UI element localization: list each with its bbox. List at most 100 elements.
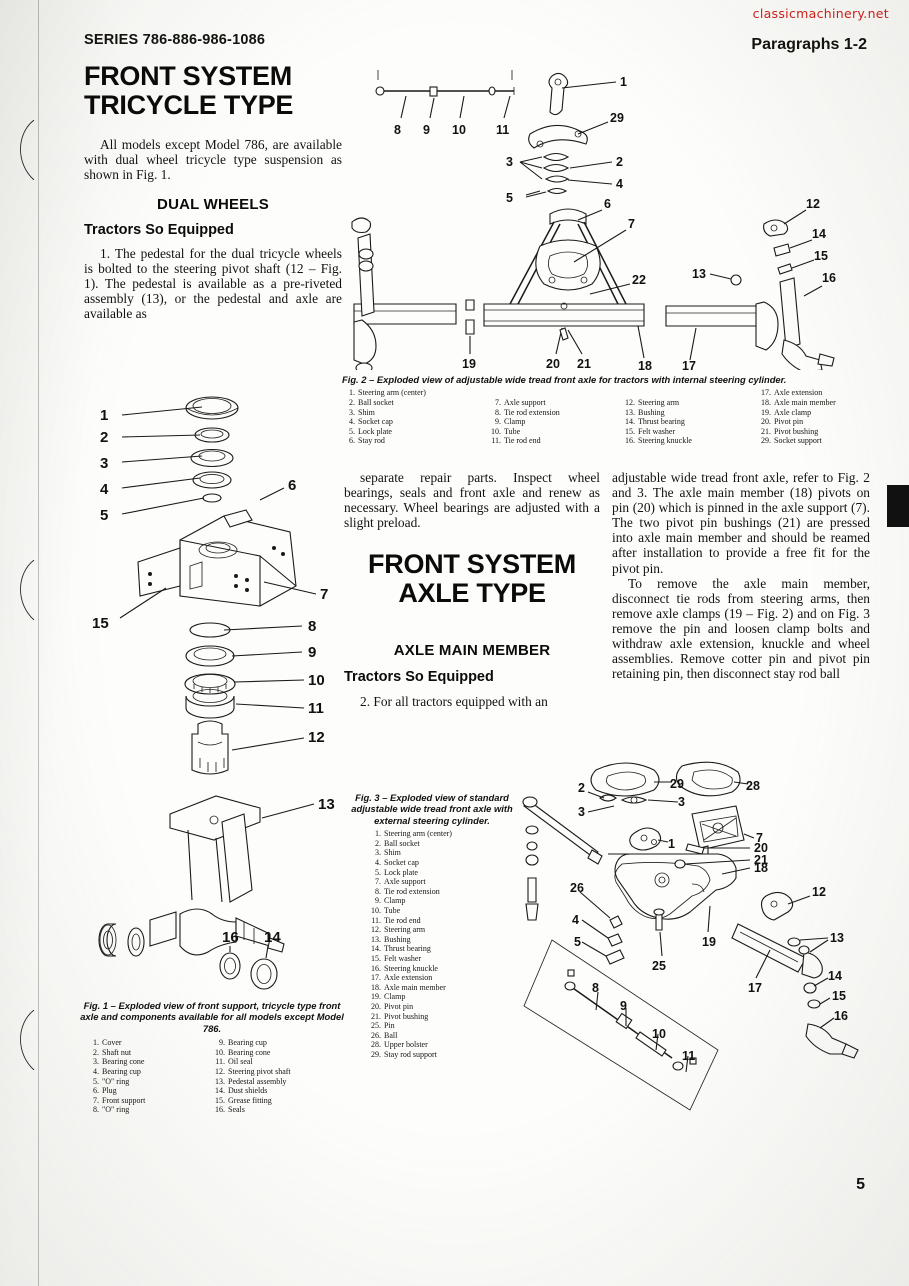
fig2-callout-2: 2 [616,155,623,169]
fig1-part-item: 9.Bearing cup [219,1038,267,1048]
fig3-part-label: Steering arm [384,925,426,935]
figure-1-parts-col1: 1.Cover 2.Shaft nut 3.Bearing cone 4.Bea… [86,1038,212,1115]
fig2-callout-22: 22 [632,273,646,287]
fig3-part-item: 14.Thrust bearing [368,944,522,954]
fig3-part-label: Thrust bearing [384,944,431,954]
figure-3-caption: Fig. 3 – Exploded view of standard adjus… [351,792,513,826]
fig3-part-number: 15. [371,953,381,963]
fig1-callout-12: 12 [308,729,325,746]
fig3-part-item: 5.Lock plate [368,868,522,878]
fig3-part-number: 3. [375,848,381,858]
fig3-part-item: 17.Axle extension [368,973,522,983]
fig1-part-item: 11.Oil seal [215,1057,253,1067]
fig3-part-item: 9.Clamp [368,896,522,906]
left-column: FRONT SYSTEM TRICYCLE TYPE All models ex… [84,62,342,321]
axle-main-member-heading: AXLE MAIN MEMBER [393,641,551,659]
fig3-part-number: 17. [371,973,381,983]
figure-1-caption-block: Fig. 1 – Exploded view of front support,… [78,1000,346,1115]
fig2-part-item: 3.Shim [349,407,375,417]
fig1-callout-3: 3 [100,455,108,472]
fig3-part-item: 29.Stay rod support [368,1050,522,1060]
fig2-callout-4: 4 [616,177,623,191]
fig3-callout-12: 12 [812,885,826,899]
fig3-part-number: 19. [371,992,381,1002]
tractors-so-equipped-heading-1: Tractors So Equipped [84,221,234,238]
fig3-part-item: 25.Pin [368,1021,522,1031]
header-paragraphs: Paragraphs 1-2 [751,36,867,53]
fig3-callout-10: 10 [652,1027,666,1041]
fig3-part-item: 18.Axle main member [368,983,522,993]
fig2-part-item: 11.Tie rod end [491,436,541,446]
fig2-part-item: 15.Felt washer [625,426,676,436]
fig3-part-label: Bushing [384,934,411,944]
fig3-callout-15: 15 [832,989,846,1003]
fig3-part-label: Steering knuckle [384,963,438,973]
left-title-line1: FRONT SYSTEM [84,61,292,91]
fig3-callout-26: 26 [570,881,584,895]
fig3-part-item: 2.Ball socket [368,839,522,849]
fig2-callout-11: 11 [496,123,509,137]
fig1-callout-7: 7 [320,586,328,603]
fig1-callout-8: 8 [308,618,316,635]
fig3-part-number: 1. [375,829,381,839]
fig3-part-number: 7. [375,877,381,887]
fig3-part-label: Tie rod extension [384,886,440,896]
fig2-callout-10: 10 [452,123,466,137]
fig1-part-item: 16.Seals [215,1105,245,1115]
middle-paragraph-continued: separate repair parts. Inspect wheel bea… [344,470,600,531]
fig1-part-item: 14.Dust shields [215,1086,268,1096]
fig2-part-item: 5.Lock plate [349,426,392,436]
fig3-callout-14: 14 [828,969,842,983]
middle-column: separate repair parts. Inspect wheel bea… [344,470,600,709]
fig2-callout-20: 20 [546,357,560,370]
left-title-line2: TRICYCLE TYPE [84,89,294,120]
fig2-callout-29: 29 [610,111,624,125]
fig3-callout-20: 20 [754,841,768,855]
fig2-part-item: 4.Socket cap [349,417,393,427]
fig1-callout-9: 9 [308,644,316,661]
section-tab-mark [887,485,909,527]
fig3-part-item: 16.Steering knuckle [368,964,522,974]
fig3-part-number: 4. [375,858,381,867]
figure-2-parts-col4: 17.Axle extension 18.Axle main member 19… [758,388,874,446]
fig1-part-item: 12.Steering pivot shaft [215,1067,291,1076]
middle-title-line2: AXLE TYPE [398,577,546,608]
fig3-callout-5: 5 [574,935,581,949]
fig3-part-number: 29. [371,1049,381,1059]
fig3-part-number: 21. [371,1011,381,1021]
fig3-part-number: 5. [375,867,381,877]
fig3-part-number: 25. [371,1021,381,1031]
fig3-part-item: 7.Axle support [368,877,522,887]
fig2-part-item: 29.Socket support [761,436,822,446]
fig3-callout-8: 8 [592,981,599,995]
fig1-callout-15: 15 [92,615,109,632]
middle-title-line1: FRONT SYSTEM [368,549,576,580]
figure-2-parts-col3: 12.Steering arm 13.Bushing 14.Thrust bea… [622,388,758,446]
fig2-callout-1: 1 [620,75,627,89]
fig3-part-label: Pin [384,1021,395,1031]
fig3-part-item: 15.Felt washer [368,954,522,964]
fig1-callout-6: 6 [288,477,296,494]
fig3-part-label: Steering arm (center) [384,829,452,839]
fig1-part-item: 7.Front support [93,1095,146,1105]
fig3-part-item: 8.Tie rod extension [368,887,522,897]
fig3-part-label: Pivot pin [384,1001,414,1011]
fig2-callout-15: 15 [814,249,828,263]
fig3-part-label: Ball socket [384,838,420,848]
fig1-callout-5: 5 [100,507,108,524]
fig2-part-item: 16.Steering knuckle [625,436,692,446]
fig1-part-item: 4.Bearing cup [93,1067,141,1076]
fig1-callout-1: 1 [100,407,108,424]
fig3-callout-18: 18 [754,861,768,875]
fig2-part-item: 8.Tie rod extension [495,407,560,417]
fig3-callout-16: 16 [834,1009,848,1023]
fig3-callout-9: 9 [620,999,627,1013]
fig3-callout-2: 2 [578,781,585,795]
fig2-callout-13: 13 [692,267,706,281]
fig3-part-label: Felt washer [384,953,422,963]
fig3-part-item: 10.Tube [368,906,522,916]
fig3-part-item: 13.Bushing [368,935,522,945]
fig2-part-item: 17.Axle extension [761,388,823,398]
fig3-part-item: 26.Ball [368,1031,522,1041]
